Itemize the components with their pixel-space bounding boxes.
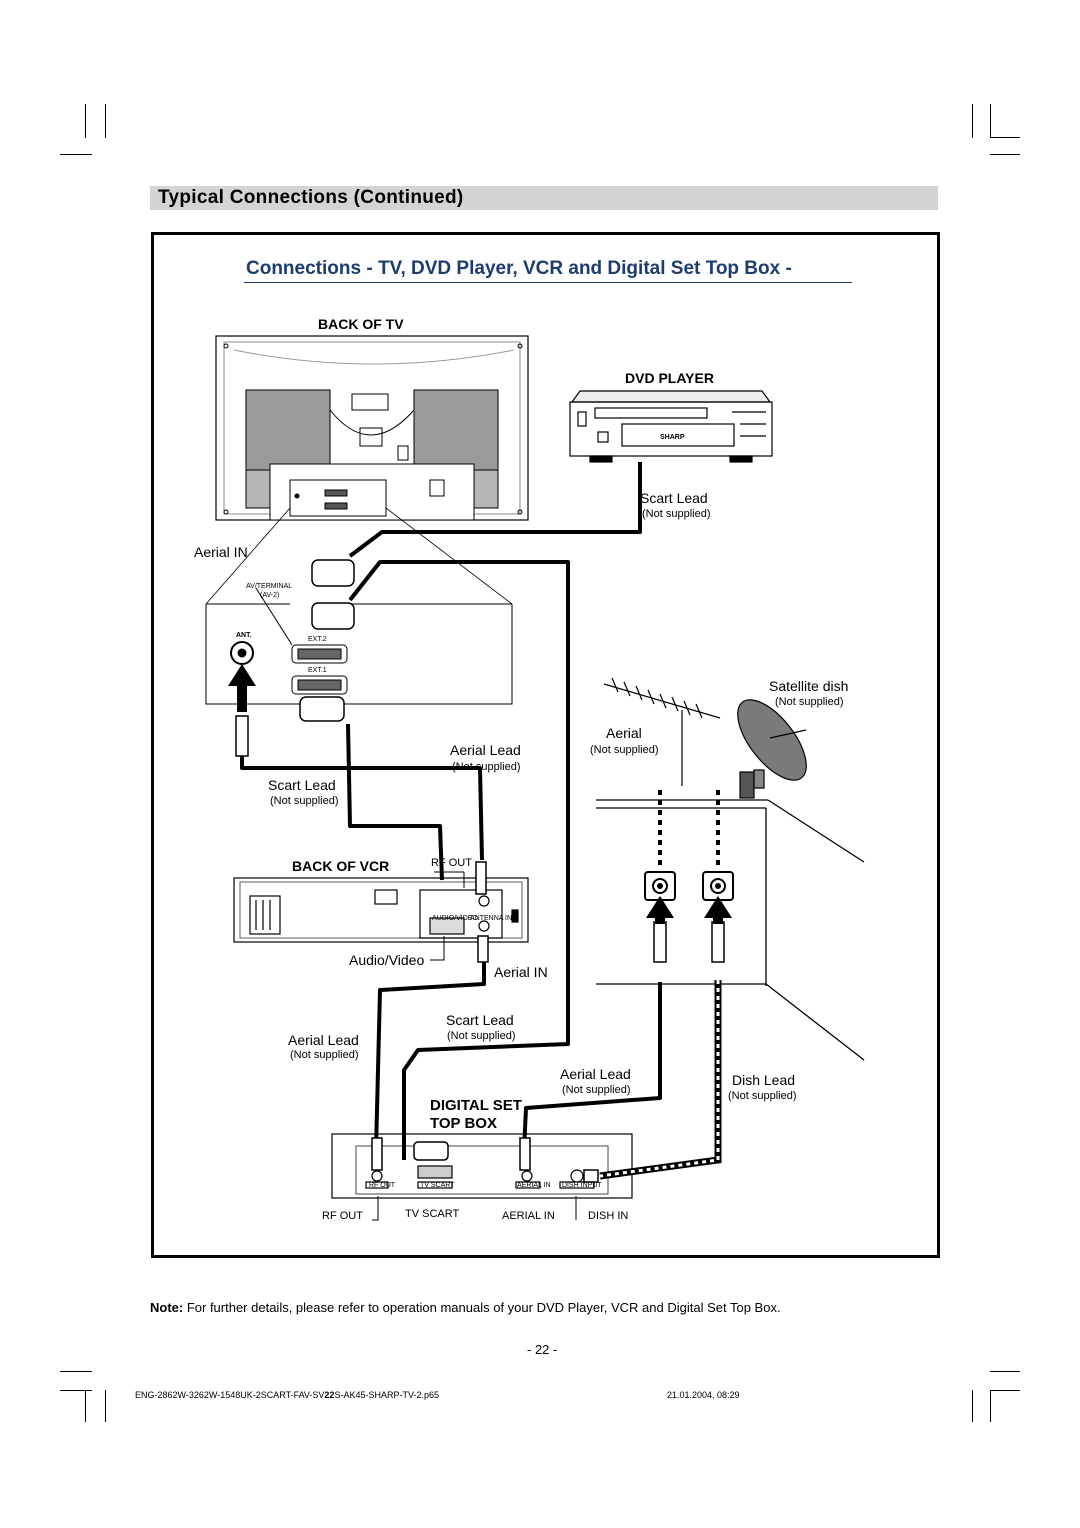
diagram-frame — [151, 232, 940, 1258]
digital-set-top-box-label-line1: DIGITAL SET — [430, 1097, 522, 1114]
footer-file-part2: S-AK45-SHARP-TV-2.p65 — [334, 1390, 439, 1400]
digital-set-top-box-label-line2: TOP BOX — [430, 1115, 497, 1132]
av2-label: (AV-2) — [260, 592, 280, 599]
stb-dish-in-label: DISH IN — [588, 1210, 629, 1222]
wall-sockets — [644, 871, 734, 901]
stb-aerial-in-label: AERIAL IN — [502, 1210, 555, 1222]
scart-lead-stb-note: (Not supplied) — [447, 1030, 516, 1042]
note-text: For further details, please refer to ope… — [183, 1300, 781, 1315]
scart-lead-vcr-label: Scart Lead — [268, 777, 336, 793]
aerial-note: (Not supplied) — [590, 744, 659, 756]
section-header: Typical Connections (Continued) — [150, 186, 938, 210]
crop-mark — [990, 104, 991, 138]
aerial-lead-tv-note: (Not supplied) — [452, 761, 521, 773]
crop-mark — [972, 104, 973, 138]
crop-mark — [60, 154, 92, 155]
ext1-label: EXT.1 — [308, 667, 327, 674]
dvd-brand-label: SHARP — [660, 434, 685, 441]
ext2-label: EXT.2 — [308, 636, 327, 643]
dish-lead-note: (Not supplied) — [728, 1090, 797, 1102]
dish-lead-label: Dish Lead — [732, 1072, 796, 1088]
scart-lead-vcr-note: (Not supplied) — [270, 795, 339, 807]
set-top-box-illustration — [331, 1133, 633, 1199]
diagram-title: Connections - TV, DVD Player, VCR and Di… — [246, 258, 792, 279]
vcr-illustration — [233, 877, 529, 943]
vcr-rf-out-label: RF OUT — [431, 857, 472, 869]
page-number: - 22 - — [527, 1342, 558, 1357]
crop-mark — [990, 1390, 991, 1422]
scart-lead-dvd-label: Scart Lead — [640, 490, 708, 506]
satellite-dish-illustration — [737, 699, 807, 799]
crop-mark — [60, 1371, 92, 1372]
footer-file-part1: ENG-2862W-3262W-1548UK-2SCART-FAV-SV — [135, 1390, 325, 1400]
av-terminal-label: AV/TERMINAL — [246, 583, 293, 590]
audio-video-label: Audio/Video — [349, 952, 425, 968]
crop-mark — [990, 1390, 1020, 1391]
aerial-label: Aerial — [606, 725, 642, 741]
footer-filename: ENG-2862W-3262W-1548UK-2SCART-FAV-SV22S-… — [135, 1390, 439, 1400]
title-underline — [244, 282, 852, 283]
satellite-dish-note: (Not supplied) — [775, 696, 844, 708]
back-of-vcr-label: BACK OF VCR — [292, 858, 390, 874]
vcr-audio-video-tag: AUDIO/VIDEO — [432, 915, 478, 922]
tv-terminal-detail — [205, 587, 513, 705]
crop-mark — [85, 1390, 86, 1422]
aerial-lead-vcr-label: Aerial Lead — [288, 1032, 359, 1048]
aerial-in-tv-label: Aerial IN — [194, 544, 248, 560]
footer-overprint: 22 — [324, 1390, 335, 1400]
crop-mark — [105, 1390, 106, 1422]
stb-tag-aerial-in: AERIAL IN — [517, 1182, 551, 1189]
crop-mark — [990, 154, 1020, 155]
scart-lead-dvd-note: (Not supplied) — [642, 508, 711, 520]
crop-mark — [105, 104, 106, 138]
crop-mark — [990, 1371, 1020, 1372]
tv-back-illustration — [215, 335, 529, 521]
crop-mark — [60, 1390, 92, 1391]
stb-tag-dish-input: DISH INPUT — [562, 1182, 602, 1189]
dvd-player-label: DVD PLAYER — [625, 370, 714, 386]
direction-arrows — [228, 664, 732, 924]
stb-tag-tv-scart: TV SCART — [420, 1182, 455, 1189]
aerial-lead-tv-label: Aerial Lead — [450, 742, 521, 758]
aerial-lead-stb-label: Aerial Lead — [560, 1066, 631, 1082]
satellite-dish-label: Satellite dish — [769, 678, 849, 694]
stb-tag-rf-out: RF OUT — [369, 1182, 396, 1189]
dvd-player-illustration — [569, 390, 773, 463]
aerial-antenna-illustration — [603, 677, 721, 786]
back-of-tv-label: BACK OF TV — [318, 316, 404, 332]
section-title: Typical Connections (Continued) — [158, 187, 464, 208]
crop-mark — [85, 104, 86, 138]
aerial-lead-vcr-note: (Not supplied) — [290, 1049, 359, 1061]
scart-lead-stb-label: Scart Lead — [446, 1012, 514, 1028]
in-wall-cables — [658, 790, 720, 870]
crop-mark — [972, 1390, 973, 1422]
plugs — [235, 559, 725, 1183]
stb-rf-out-label: RF OUT — [322, 1210, 363, 1222]
house-outline — [596, 799, 865, 1061]
ant-label: ANT. — [236, 632, 252, 639]
note-prefix: Note: — [150, 1300, 184, 1315]
footer-timestamp: 21.01.2004, 08:29 — [667, 1390, 740, 1400]
stb-tv-scart-label: TV SCART — [405, 1208, 460, 1220]
aerial-lead-stb-note: (Not supplied) — [562, 1084, 631, 1096]
footnote: Note: For further details, please refer … — [150, 1300, 781, 1315]
vcr-aerial-in-label: Aerial IN — [494, 964, 548, 980]
vcr-antenna-tag: ANTENNA IN — [470, 915, 513, 922]
crop-mark — [990, 137, 1020, 138]
